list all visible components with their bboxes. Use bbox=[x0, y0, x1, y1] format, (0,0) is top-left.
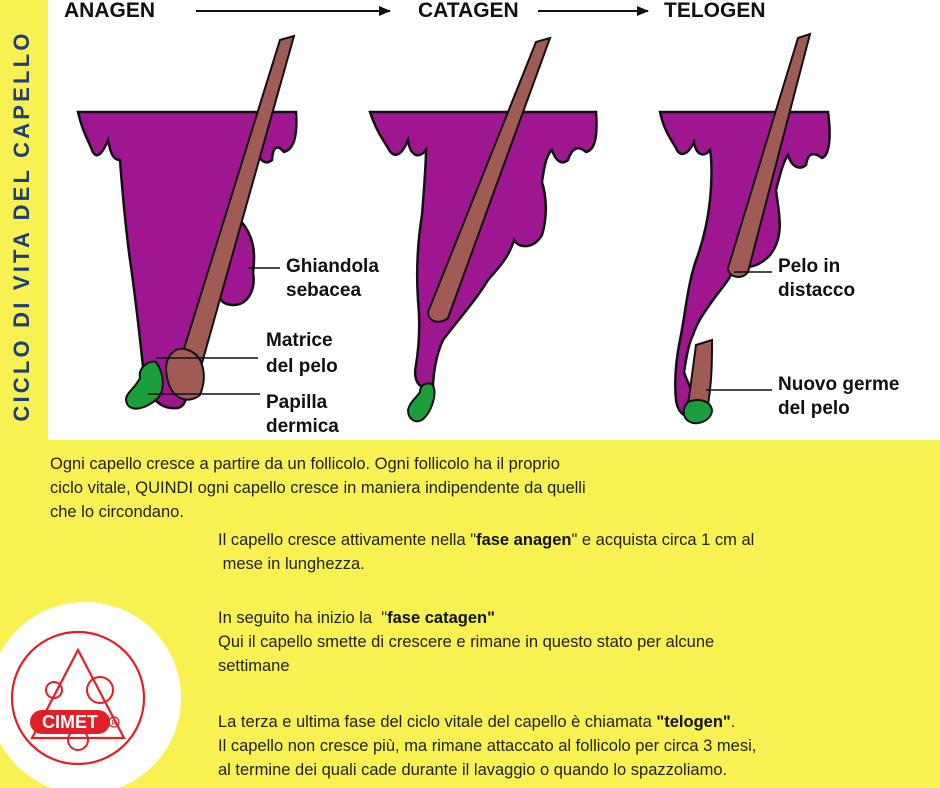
phase-anagen: ANAGEN bbox=[64, 0, 155, 22]
logo-mark: R bbox=[111, 720, 116, 727]
anagen-term: fase anagen bbox=[476, 531, 572, 549]
intro-line-1: Ogni capello cresce a partire da un foll… bbox=[50, 455, 560, 473]
logo-badge bbox=[30, 710, 110, 734]
telogen-term: "telogen" bbox=[656, 713, 731, 731]
phase-catagen: CATAGEN bbox=[418, 0, 519, 22]
label-distacco-2: distacco bbox=[778, 280, 855, 301]
anagen-line-1: Il capello cresce attivamente nella "fas… bbox=[218, 528, 928, 552]
intro-line-2: ciclo vitale, QUINDI ogni capello cresce… bbox=[50, 479, 586, 497]
hair-cycle-diagram: ANAGEN CATAGEN TELOGEN Ghiandola sebacea… bbox=[64, 0, 899, 437]
telogen-line-3: al termine dei quali cade durante il lav… bbox=[218, 761, 728, 779]
logo-name: CIMET bbox=[42, 712, 98, 732]
anagen-line-2: mese in lunghezza. bbox=[218, 555, 365, 573]
catagen-text-a: In seguito ha inizio la " bbox=[218, 609, 388, 627]
catagen-term: fase catagen" bbox=[387, 609, 495, 627]
intro-text: Ogni capello cresce a partire da un foll… bbox=[50, 452, 760, 524]
catagen-line-1: In seguito ha inizio la "fase catagen" bbox=[218, 606, 928, 630]
label-papilla-2: dermica bbox=[266, 416, 339, 437]
label-ghiandola-1: Ghiandola bbox=[286, 256, 379, 277]
pointer-lines bbox=[148, 267, 772, 395]
label-ghiandola-2: sebacea bbox=[286, 280, 361, 301]
label-matrice-2: del pelo bbox=[266, 356, 338, 377]
label-distacco-1: Pelo in bbox=[778, 256, 840, 277]
catagen-line-3: settimane bbox=[218, 657, 290, 675]
phase-telogen: TELOGEN bbox=[664, 0, 766, 22]
telogen-line-2: Il capello non cresce più, ma rimane att… bbox=[218, 737, 757, 755]
side-title: CICLO DI VITA DEL CAPELLO bbox=[9, 30, 34, 422]
label-papilla-1: Papilla bbox=[266, 392, 328, 413]
label-matrice-1: Matrice bbox=[266, 330, 333, 351]
cimet-logo: CIMET R bbox=[0, 602, 181, 788]
telogen-line-1: La terza e ultima fase del ciclo vitale … bbox=[218, 710, 930, 734]
telogen-follicle bbox=[658, 32, 831, 425]
anagen-text-c: " e acquista circa 1 cm al bbox=[571, 531, 755, 549]
label-germe-1: Nuovo germe bbox=[778, 374, 899, 395]
intro-line-3: che lo circondano. bbox=[50, 503, 184, 521]
anagen-text-a: Il capello cresce attivamente nella " bbox=[218, 531, 477, 549]
catagen-follicle bbox=[368, 36, 598, 423]
label-germe-2: del pelo bbox=[778, 398, 850, 419]
catagen-line-2: Qui il capello smette di crescere e rima… bbox=[218, 633, 715, 651]
anagen-paragraph: Il capello cresce attivamente nella "fas… bbox=[218, 528, 928, 576]
telogen-text-a: La terza e ultima fase del ciclo vitale … bbox=[218, 713, 657, 731]
anagen-follicle bbox=[76, 34, 298, 410]
catagen-paragraph: In seguito ha inizio la "fase catagen" Q… bbox=[218, 606, 928, 678]
telogen-paragraph: La terza e ultima fase del ciclo vitale … bbox=[218, 710, 930, 782]
telogen-text-c: . bbox=[730, 713, 736, 731]
